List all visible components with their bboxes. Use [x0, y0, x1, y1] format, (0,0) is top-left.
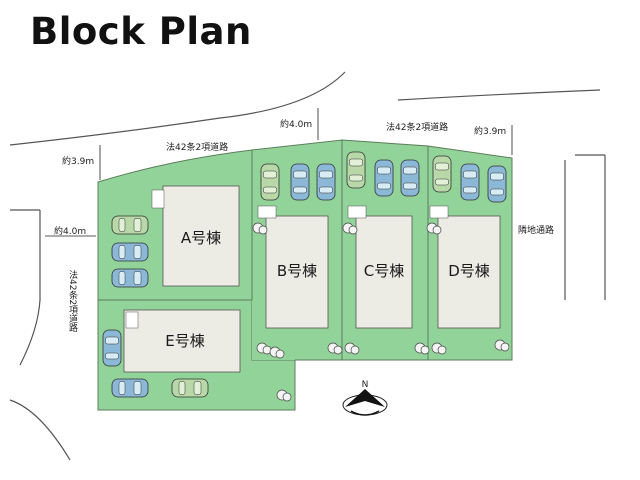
dim-top-right: 約3.9m — [474, 125, 506, 137]
building-d: D号棟 — [429, 205, 501, 329]
building-b: B号棟 — [257, 205, 329, 329]
building-label-e: E号棟 — [165, 332, 204, 350]
compass-letter: N — [362, 380, 369, 390]
road-label-top-left: 法42条2項道路 — [166, 141, 228, 153]
dim-top-left: 約3.9m — [62, 155, 94, 167]
building-label-a: A号棟 — [181, 229, 221, 247]
building-a: A号棟 — [151, 185, 240, 287]
road-label-top-right: 法42条2項道路 — [386, 121, 448, 133]
building-label-d: D号棟 — [448, 262, 490, 280]
building-label-c: C号棟 — [364, 262, 404, 280]
compass-icon: N — [342, 380, 388, 416]
road-label-left: 法42条2項道路 — [67, 269, 78, 333]
road-lines — [9, 71, 606, 461]
dimension-markers — [45, 108, 513, 237]
building-label-b: B号棟 — [277, 262, 317, 280]
building-e: E号棟 — [123, 309, 241, 373]
dim-left: 約4.0m — [54, 225, 86, 237]
page-title: Block Plan — [30, 10, 252, 53]
dim-top-mid: 約4.0m — [280, 118, 312, 130]
road-label-right: 隣地通路 — [518, 224, 554, 236]
building-c: C号棟 — [347, 205, 413, 329]
